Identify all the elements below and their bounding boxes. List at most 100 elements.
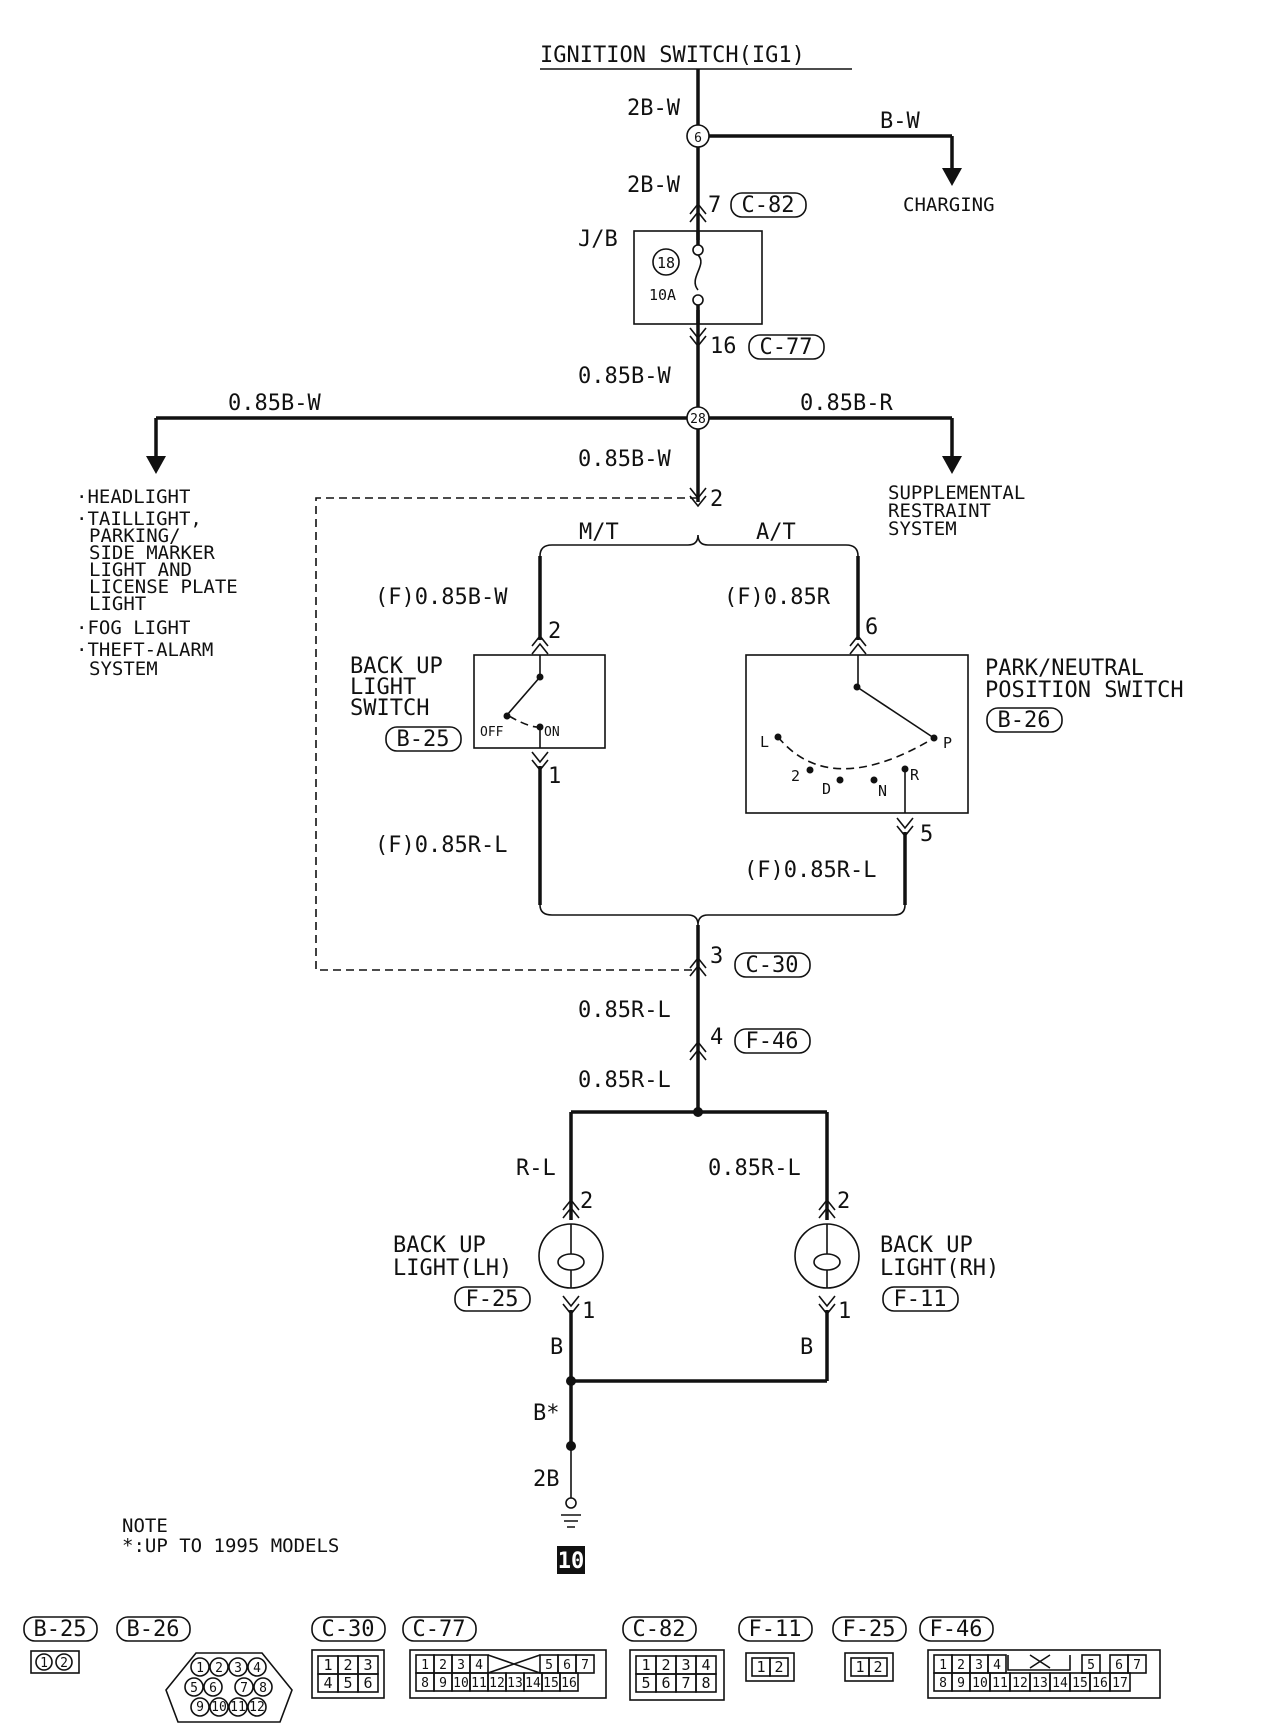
switch-on-label: ON [544,725,560,740]
face-f46 [927,1649,1161,1699]
svg-text:·THEFT-ALARM: ·THEFT-ALARM [76,639,213,661]
svg-text:3: 3 [457,1658,465,1673]
svg-text:7: 7 [240,1681,248,1696]
svg-text:1: 1 [838,1299,851,1324]
svg-text:3: 3 [234,1661,242,1676]
ground-icon [561,1514,581,1528]
face-c82 [629,1649,725,1701]
svg-text:BACK UP: BACK UP [880,1233,973,1258]
svg-text:10: 10 [211,1700,227,1715]
connector-tag-f46 [734,1028,811,1054]
svg-text:2: 2 [873,1658,882,1676]
junction-dot [693,1107,703,1117]
svg-text:F-25: F-25 [466,1287,519,1312]
face-f25 [844,1652,894,1682]
connector-tag-b25 [385,726,462,752]
svg-text:·HEADLIGHT: ·HEADLIGHT [76,486,190,508]
svg-text:1: 1 [641,1656,650,1674]
svg-text:5: 5 [920,822,933,847]
svg-text:1: 1 [756,1658,765,1676]
svg-text:·TAILLIGHT,: ·TAILLIGHT, [76,508,202,530]
svg-text:12: 12 [489,1676,505,1691]
svg-text:1: 1 [939,1658,947,1673]
svg-text:F-11: F-11 [894,1287,947,1312]
svg-text:15: 15 [543,1676,559,1691]
svg-text:C-82: C-82 [633,1617,686,1642]
svg-text:SUPPLEMENTAL: SUPPLEMENTAL [888,482,1025,504]
svg-text:PARKING/: PARKING/ [89,525,181,547]
svg-text:4: 4 [475,1658,483,1673]
svg-text:LIGHT(LH): LIGHT(LH) [393,1256,512,1281]
svg-text:7: 7 [581,1658,589,1673]
jb-label: J/B [578,227,618,252]
connector-tag-f25 [454,1286,531,1312]
fuse-amp: 10A [649,286,676,304]
svg-text:C-82: C-82 [742,193,795,218]
svg-text:10: 10 [453,1676,469,1691]
svg-text:B-25: B-25 [34,1617,87,1642]
svg-text:6: 6 [1115,1658,1123,1673]
dest-charging: CHARGING [903,194,995,216]
svg-text:2: 2 [215,1661,223,1676]
fuse-number-badge [652,248,680,276]
ignition-switch-title: IGNITION SWITCH(IG1) [540,43,805,68]
svg-text:L: L [760,733,769,751]
svg-text:2: 2 [548,619,561,644]
pn-positions: L 2 D N R P [760,733,952,800]
svg-text:5: 5 [343,1674,352,1692]
svg-text:9: 9 [957,1676,965,1691]
svg-text:1: 1 [196,1661,204,1676]
svg-text:·FOG LIGHT: ·FOG LIGHT [76,617,190,639]
svg-text:7: 7 [708,193,721,218]
svg-text:B-26: B-26 [127,1617,180,1642]
park-neutral-switch-box [745,654,969,814]
svg-text:6: 6 [563,1658,571,1673]
wire-label-b-right: B [800,1335,813,1360]
left-dest-arrow-icon [146,456,166,474]
lamp-rh-label: BACK UP LIGHT(RH) [880,1233,999,1281]
svg-text:5: 5 [190,1681,198,1696]
connector-pin-mark [689,202,707,223]
face-b25 [30,1650,80,1674]
svg-text:D: D [822,780,831,798]
splice-6 [686,124,710,148]
svg-text:LIGHT: LIGHT [350,675,416,700]
svg-text:6: 6 [865,615,878,640]
wire-label-085rl-c: 0.85R-L [708,1156,801,1181]
svg-text:B-25: B-25 [397,727,450,752]
svg-text:6: 6 [661,1674,670,1692]
svg-text:28: 28 [690,412,706,427]
svg-text:14: 14 [525,1676,541,1691]
svg-text:SIDE MARKER: SIDE MARKER [89,542,215,564]
svg-text:18: 18 [657,254,675,272]
svg-text:2: 2 [710,487,723,512]
svg-text:1: 1 [855,1658,864,1676]
svg-text:8: 8 [701,1674,710,1692]
connector-tag-b26 [986,707,1063,733]
note-title: NOTE [122,1515,168,1537]
svg-text:3: 3 [710,944,723,969]
svg-text:4: 4 [993,1658,1001,1673]
svg-text:8: 8 [421,1676,429,1691]
svg-text:8: 8 [259,1681,267,1696]
pn-selector-arc [777,736,935,770]
wire-label-bw: B-W [880,109,920,134]
wire-label-2bw: 2B-W [627,173,681,198]
svg-text:F-11: F-11 [749,1617,802,1642]
svg-text:N: N [878,782,887,800]
svg-text:3: 3 [975,1658,983,1673]
svg-text:8: 8 [939,1676,947,1691]
svg-text:11: 11 [471,1676,487,1691]
connector-tag-c77 [748,334,825,360]
wire-label-085bw-left: 0.85B-W [228,391,321,416]
svg-text:7: 7 [681,1674,690,1692]
svg-text:1: 1 [323,1656,332,1674]
lamp-lh-label: BACK UP LIGHT(LH) [393,1233,512,1281]
svg-text:10: 10 [558,1549,585,1574]
wire-label-bstar: B* [533,1401,560,1426]
svg-text:SWITCH: SWITCH [350,696,429,721]
splice-28 [686,406,710,430]
svg-text:C-30: C-30 [322,1617,375,1642]
face-b26 [165,1652,293,1723]
wire-label-b-left: B [550,1335,563,1360]
